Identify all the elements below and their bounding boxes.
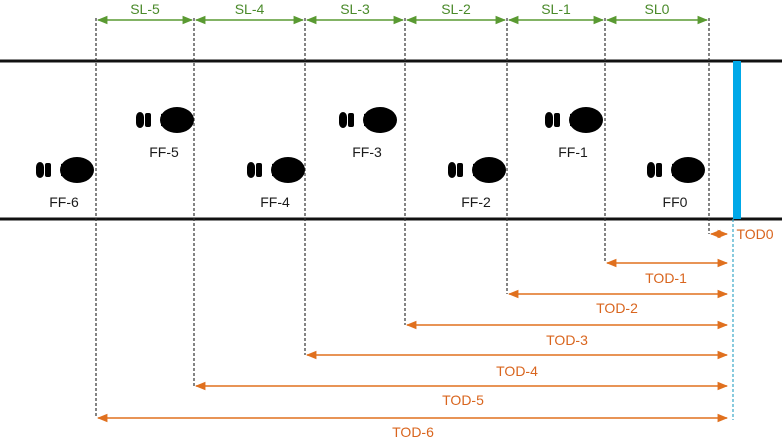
tod-label: TOD-1 [645,270,687,286]
shoe-print-icon [247,157,305,183]
shoe-print-icon [36,157,94,183]
footfall-label: FF-3 [352,144,382,160]
stride-length-arrows: SL-5 SL-4 SL-3 SL-2 SL-1 SL0 [96,1,709,25]
stride-label: SL-3 [340,1,370,17]
tod-label: TOD0 [736,226,773,242]
stride-label: SL-2 [441,1,471,17]
tod-label: TOD-2 [596,300,638,316]
tod-label: TOD-4 [496,363,538,379]
footfall-label: FF-6 [49,194,79,210]
stride-label: SL-4 [235,1,265,17]
stride-label: SL0 [645,1,670,17]
finish-line-bar [733,61,741,219]
footfall-label: FF-1 [558,144,588,160]
tod-label: TOD-3 [546,332,588,348]
shoe-print-icon [339,107,397,133]
footfall-label: FF-4 [260,194,290,210]
footfall-guides [95,18,710,418]
tod-label: TOD-6 [392,424,434,440]
footfall-label: FF-5 [149,144,179,160]
stride-label: SL-5 [130,1,160,17]
footfall-label: FF0 [663,194,688,210]
shoe-print-icon [545,107,603,133]
shoe-print-icon [136,107,194,133]
shoe-print-icon [647,157,705,183]
stride-label: SL-1 [541,1,571,17]
shoe-print-icon [448,157,506,183]
footfall-label: FF-2 [461,194,491,210]
tod-label: TOD-5 [442,392,484,408]
